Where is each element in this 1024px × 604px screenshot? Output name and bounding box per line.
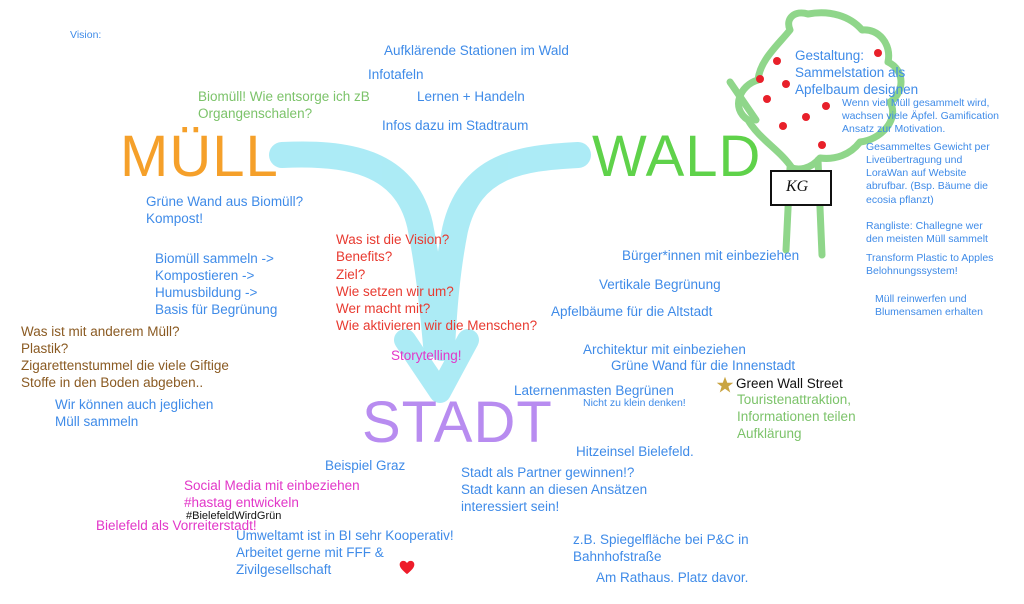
note-stations: Aufklärende Stationen im Wald — [384, 43, 569, 58]
heart-icon — [399, 560, 415, 575]
note-blumensamen: Müll reinwerfen und Blumensamen erhalten — [875, 293, 983, 319]
note-questions: Was ist die Vision? Benefits? Ziel? Wie … — [336, 232, 538, 334]
apple-1 — [874, 49, 882, 57]
apple-9 — [818, 141, 826, 149]
apple-6 — [802, 113, 810, 121]
note-vorreiter: Bielefeld als Vorreiterstadt! — [96, 518, 257, 533]
apple-5 — [763, 95, 771, 103]
star-icon — [716, 376, 734, 393]
kg-sign: KG — [770, 170, 832, 206]
note-hashtag: #BielefeldWirdGrün — [186, 510, 282, 522]
note-umweltamt: Umweltamt ist in BI sehr Kooperativ! Arb… — [236, 528, 454, 577]
note-infos-stadtraum: Infos dazu im Stadtraum — [382, 118, 529, 133]
note-transform: Transform Plastic to Apples Belohnungssy… — [866, 252, 994, 278]
note-infotafeln: Infotafeln — [368, 67, 424, 82]
note-gruene-wand-innenstadt: Grüne Wand für die Innenstadt — [611, 358, 796, 373]
note-gestaltung: Gestaltung: Sammelstation als Apfelbaum … — [795, 48, 919, 97]
note-biomuell-chain: Biomüll sammeln -> Kompostieren -> Humus… — [155, 251, 278, 317]
apple-7 — [779, 122, 787, 130]
vision-label: Vision: — [70, 29, 102, 41]
note-rangliste: Rangliste: Challegne wer den meisten Mül… — [866, 220, 988, 246]
note-storytelling: Storytelling! — [391, 348, 462, 363]
note-hitzeinsel: Hitzeinsel Bielefeld. — [576, 444, 694, 459]
note-graz: Beispiel Graz — [325, 458, 406, 473]
apple-2 — [773, 57, 781, 65]
note-anderer-muell: Was ist mit anderem Müll? Plastik? Zigar… — [21, 324, 229, 390]
note-rathaus: Am Rathaus. Platz davor. — [596, 570, 749, 585]
title-stadt: STADT — [362, 390, 553, 455]
note-architektur: Architektur mit einbeziehen — [583, 342, 746, 357]
note-biomuell-question: Biomüll! Wie entsorge ich zB Organgensch… — [198, 89, 370, 121]
title-muell: MÜLL — [120, 124, 279, 189]
note-buerger: Bürger*innen mit einbeziehen — [622, 248, 800, 263]
note-vertikal: Vertikale Begrünung — [599, 277, 721, 292]
note-jeglichen-muell: Wir können auch jeglichen Müll sammeln — [55, 397, 214, 429]
note-gewicht: Gesammeltes Gewicht per Liveübertragung … — [866, 141, 990, 206]
note-green-wall-street: Green Wall Street — [736, 376, 843, 391]
note-lernen: Lernen + Handeln — [417, 89, 525, 104]
apple-4 — [782, 80, 790, 88]
note-touristen: Touristenattraktion, Informationen teile… — [737, 392, 856, 441]
note-laternen: Laternenmasten Begrünen — [514, 383, 674, 398]
title-wald: WALD — [592, 124, 762, 189]
note-gamification: Wenn viel Müll gesammelt wird, wachsen v… — [842, 97, 999, 136]
note-gruene-wand-biomuell: Grüne Wand aus Biomüll? Kompost! — [146, 194, 304, 226]
note-partner: Stadt als Partner gewinnen!? Stadt kann … — [461, 465, 648, 514]
note-nicht-klein: Nicht zu klein denken! — [583, 397, 686, 409]
kg-sign-label: KG — [786, 178, 809, 195]
apple-8 — [822, 102, 830, 110]
note-spiegel: z.B. Spiegelfläche bei P&C in Bahnhofstr… — [573, 532, 749, 564]
apple-3 — [756, 75, 764, 83]
note-social-media: Social Media mit einbeziehen #hastag ent… — [184, 478, 360, 510]
note-apfelbaeume: Apfelbäume für die Altstadt — [551, 304, 713, 319]
